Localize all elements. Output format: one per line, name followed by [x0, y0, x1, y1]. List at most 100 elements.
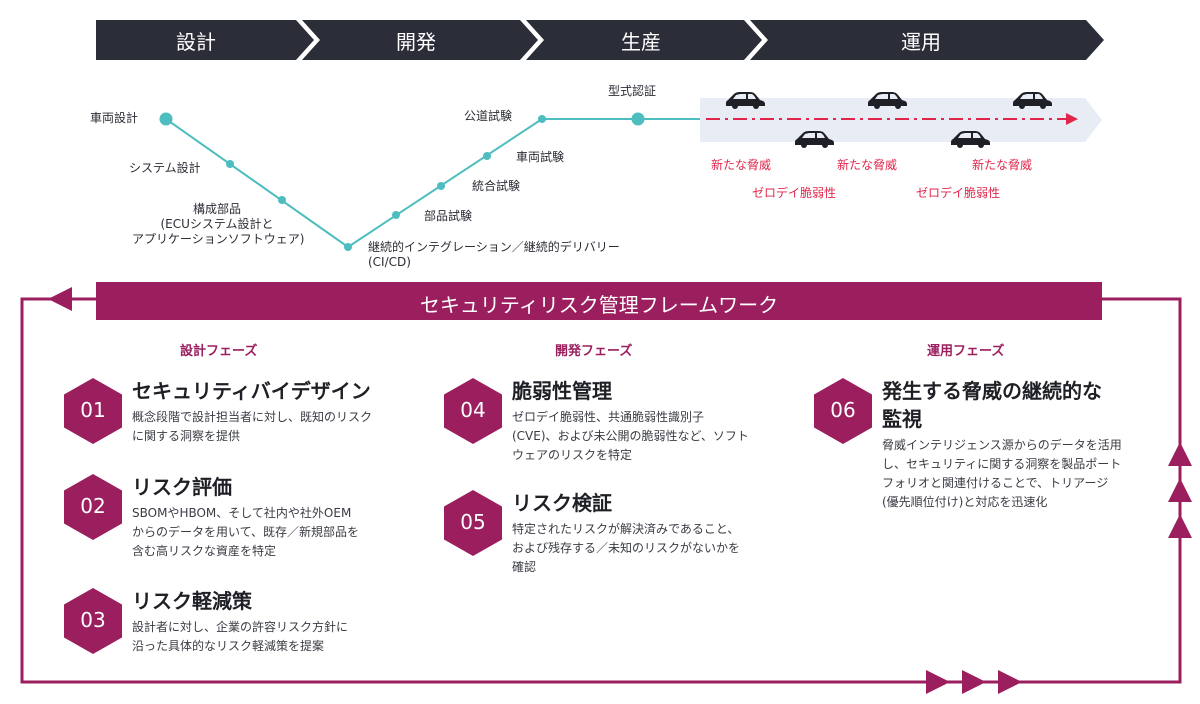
phase-label-production: 生産: [621, 30, 661, 54]
step-title: リスク検証: [512, 491, 612, 515]
framework-title: セキュリティリスク管理フレームワーク: [419, 293, 779, 317]
step-number: 04: [460, 398, 486, 422]
threat-arrow-head: [1066, 113, 1078, 125]
phase-chevrons: [96, 20, 1104, 60]
loop-arrow-bottom-icon: [926, 670, 950, 694]
phase-chevron-operation: [750, 20, 1104, 60]
threat-label-new-3: 新たな脅威: [972, 158, 1033, 172]
label-cicd-line2: (CI/CD): [368, 255, 411, 269]
step-05: 05 リスク検証 特定されたリスクが解決済みであること、 および残存する／未知の…: [444, 490, 784, 580]
step-desc-line1: ゼロデイ脆弱性、共通脆弱性識別子: [512, 410, 705, 424]
car-icon: [726, 92, 765, 109]
phase-chevron-development: [302, 20, 538, 60]
label-vehicle-design: 車両設計: [90, 111, 139, 125]
threat-label-new-1: 新たな脅威: [711, 158, 772, 172]
step-desc-line3: 含む高リスクな資産を特定: [132, 544, 277, 558]
label-components-line1: 構成部品: [192, 202, 241, 216]
step-06: 06 発生する脅威の継続的な 監視 脅威インテリジェンス源からのデータを活用 し…: [814, 378, 1154, 518]
v-node-cicd: [344, 243, 352, 251]
car-icon: [795, 131, 834, 148]
framework-banner: セキュリティリスク管理フレームワーク: [96, 282, 1102, 320]
step-title: セキュリティバイデザイン: [132, 379, 371, 403]
car-icon: [951, 131, 990, 148]
step-desc-line1: 概念段階で設計担当者に対し、既知のリスク: [132, 410, 373, 424]
phase-chevron-production: [526, 20, 762, 60]
step-desc-line2: (CVE)、および未公開の脆弱性など、ソフト: [512, 429, 749, 443]
v-node-integration-test: [437, 182, 445, 190]
step-title-line1: 発生する脅威の継続的な: [882, 379, 1102, 403]
car-icon: [1013, 92, 1052, 109]
phase-heading-development: 開発フェーズ: [555, 344, 633, 359]
hexagon-badge: 02: [64, 474, 122, 540]
step-number: 02: [80, 494, 106, 518]
step-title: 脆弱性管理: [512, 379, 612, 403]
label-cicd-line1: 継続的インテグレーション／継続的デリバリー: [368, 240, 620, 254]
v-node-type-approval: [631, 112, 645, 126]
step-desc-line3: 確認: [512, 560, 537, 574]
v-node-vehicle-design: [159, 112, 173, 126]
v-node-vehicle-test: [483, 152, 491, 160]
v-model-diagram: 車両設計 システム設計 構成部品 (ECUシステム設計と アプリケーションソフト…: [0, 60, 1200, 280]
label-road-test: 公道試験: [464, 109, 513, 123]
hexagon-badge: 05: [444, 490, 502, 556]
step-number: 03: [80, 608, 106, 632]
loop-arrow-right-icon: [1168, 478, 1192, 502]
v-node-system-design: [226, 160, 234, 168]
step-desc-line2: および残存する／未知のリスクがないかを: [512, 541, 741, 555]
phase-chevron-design: [96, 20, 314, 60]
step-02: 02 リスク評価 SBOMやHBOM、そして社内や社外OEM からのデータを用い…: [64, 474, 424, 564]
hexagon-badge: 03: [64, 588, 122, 654]
hexagon-badge: 01: [64, 378, 122, 444]
loop-arrow-bottom-icon: [962, 670, 986, 694]
step-desc-line3: フォリオと関連付けることで、トリアージ: [882, 476, 1109, 490]
loop-arrow-right-icon: [1168, 514, 1192, 538]
loop-arrow-right-icon: [1168, 442, 1192, 466]
step-desc-line1: 設計者に対し、企業の許容リスク方針に: [132, 620, 349, 634]
car-icon: [868, 92, 907, 109]
step-desc-line3: ウェアのリスクを特定: [512, 448, 633, 462]
phase-label-development: 開発: [396, 30, 436, 54]
step-desc-line2: からのデータを用いて、既存／新規部品を: [132, 525, 360, 539]
loop-arrow-left-icon: [48, 287, 72, 311]
step-desc-line2: し、セキュリティに関する洞察を製品ポート: [882, 457, 1122, 471]
hexagon-badge: 06: [814, 378, 872, 444]
label-cicd: 継続的インテグレーション／継続的デリバリー (CI/CD): [368, 240, 620, 270]
threat-label-zero-day-1: ゼロデイ脆弱性: [752, 186, 837, 200]
v-node-components: [278, 196, 286, 204]
step-desc-line2: に関する洞察を提供: [132, 429, 241, 443]
threat-label-new-2: 新たな脅威: [837, 158, 898, 172]
threat-label-zero-day-2: ゼロデイ脆弱性: [916, 186, 1001, 200]
step-desc-line1: 脅威インテリジェンス源からのデータを活用: [882, 438, 1122, 452]
phase-heading-design: 設計フェーズ: [180, 344, 258, 359]
step-01: 01 セキュリティバイデザイン 概念段階で設計担当者に対し、既知のリスク に関す…: [64, 378, 424, 458]
label-integration-test: 統合試験: [472, 179, 521, 193]
step-title: リスク軽減策: [132, 589, 252, 613]
v-model-graphic: [159, 92, 1102, 251]
step-desc-line1: 特定されたリスクが解決済みであること、: [512, 522, 740, 536]
label-parts-test: 部品試験: [424, 209, 473, 223]
label-vehicle-test: 車両試験: [516, 150, 565, 164]
step-number: 05: [460, 510, 486, 534]
step-title-line2: 監視: [882, 407, 922, 431]
step-desc-line1: SBOMやHBOM、そして社内や社外OEM: [132, 506, 352, 520]
label-components: 構成部品 (ECUシステム設計と アプリケーションソフトウェア): [132, 202, 305, 247]
phase-label-design: 設計: [176, 30, 216, 54]
step-04: 04 脆弱性管理 ゼロデイ脆弱性、共通脆弱性識別子 (CVE)、および未公開の脆…: [444, 378, 784, 468]
step-desc-line4: (優先順位付け)と対応を迅速化: [882, 495, 1048, 509]
label-components-line3: アプリケーションソフトウェア): [132, 232, 305, 246]
phase-heading-operation: 運用フェーズ: [927, 344, 1005, 359]
step-03: 03 リスク軽減策 設計者に対し、企業の許容リスク方針に 沿った具体的なリスク軽…: [64, 588, 424, 664]
v-node-road-test: [538, 115, 546, 123]
lifecycle-phase-bar: 設計 開発 生産 運用: [96, 20, 1106, 60]
label-type-approval: 型式認証: [608, 84, 657, 98]
step-number: 06: [830, 398, 856, 422]
label-components-line2: (ECUシステム設計と: [160, 217, 274, 231]
phase-label-operation: 運用: [901, 30, 941, 54]
loop-arrow-bottom-icon: [998, 670, 1022, 694]
step-title: リスク評価: [132, 475, 232, 499]
step-desc-line2: 沿った具体的なリスク軽減策を提案: [132, 639, 325, 653]
step-number: 01: [80, 398, 106, 422]
label-system-design: システム設計: [129, 161, 201, 175]
v-node-parts-test: [392, 211, 400, 219]
v-model-line: [165, 118, 700, 249]
